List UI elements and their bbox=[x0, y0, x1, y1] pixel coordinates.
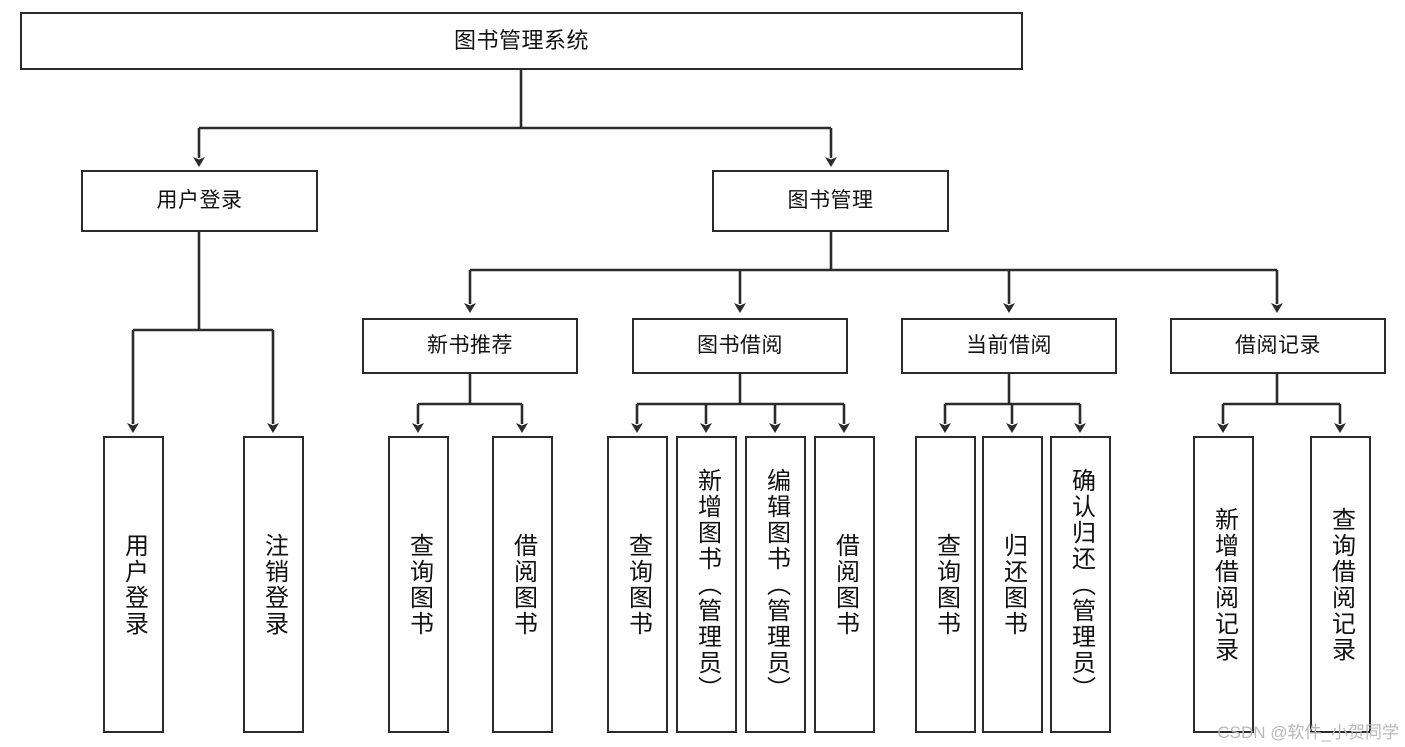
leaf-edit-book[interactable]: 编辑图书（管理员） bbox=[745, 436, 806, 733]
node-root-system[interactable]: 图书管理系统 bbox=[20, 12, 1023, 70]
node-label: 当前借阅 bbox=[966, 333, 1052, 357]
node-label: 查询借阅记录 bbox=[1327, 506, 1355, 663]
node-label: 借阅图书 bbox=[509, 532, 537, 637]
node-label: 新增借阅记录 bbox=[1210, 506, 1238, 663]
node-label: 图书管理系统 bbox=[453, 28, 589, 54]
node-label: 用户登录 bbox=[120, 532, 148, 637]
leaf-add-book[interactable]: 新增图书（管理员） bbox=[676, 436, 737, 733]
node-label: 注销登录 bbox=[260, 532, 288, 637]
node-label: 图书借阅 bbox=[697, 333, 783, 357]
leaf-logout-login[interactable]: 注销登录 bbox=[243, 436, 304, 733]
node-label: 借阅记录 bbox=[1235, 333, 1321, 357]
node-label: 查询图书 bbox=[932, 532, 960, 637]
node-label: 图书管理 bbox=[787, 188, 874, 212]
leaf-return-book[interactable]: 归还图书 bbox=[982, 436, 1043, 733]
node-label: 编辑图书（管理员） bbox=[762, 467, 790, 702]
node-book-borrow[interactable]: 图书借阅 bbox=[632, 318, 848, 374]
csdn-watermark: CSDN @软件_小贺同学 bbox=[1217, 723, 1399, 742]
leaf-user-login[interactable]: 用户登录 bbox=[103, 436, 164, 733]
leaf-query-book-current[interactable]: 查询图书 bbox=[915, 436, 976, 733]
leaf-add-borrow-record[interactable]: 新增借阅记录 bbox=[1193, 436, 1254, 733]
leaf-borrow-book-recommend[interactable]: 借阅图书 bbox=[492, 436, 553, 733]
node-label: 归还图书 bbox=[999, 532, 1027, 637]
node-book-management[interactable]: 图书管理 bbox=[712, 170, 949, 232]
node-label: 查询图书 bbox=[405, 532, 433, 637]
leaf-query-book-recommend[interactable]: 查询图书 bbox=[388, 436, 449, 733]
node-borrow-record[interactable]: 借阅记录 bbox=[1170, 318, 1386, 374]
node-user-login[interactable]: 用户登录 bbox=[81, 170, 318, 232]
leaf-confirm-return[interactable]: 确认归还（管理员） bbox=[1050, 436, 1111, 733]
node-label: 确认归还（管理员） bbox=[1067, 467, 1095, 702]
leaf-query-borrow-record[interactable]: 查询借阅记录 bbox=[1310, 436, 1371, 733]
node-label: 新书推荐 bbox=[427, 333, 513, 357]
node-label: 借阅图书 bbox=[831, 532, 859, 637]
node-new-book-recommend[interactable]: 新书推荐 bbox=[362, 318, 578, 374]
node-current-borrow[interactable]: 当前借阅 bbox=[901, 318, 1117, 374]
leaf-query-book-borrow[interactable]: 查询图书 bbox=[607, 436, 668, 733]
node-label: 查询图书 bbox=[624, 532, 652, 637]
leaf-borrow-book[interactable]: 借阅图书 bbox=[814, 436, 875, 733]
node-label: 用户登录 bbox=[156, 188, 243, 212]
node-label: 新增图书（管理员） bbox=[693, 467, 721, 702]
